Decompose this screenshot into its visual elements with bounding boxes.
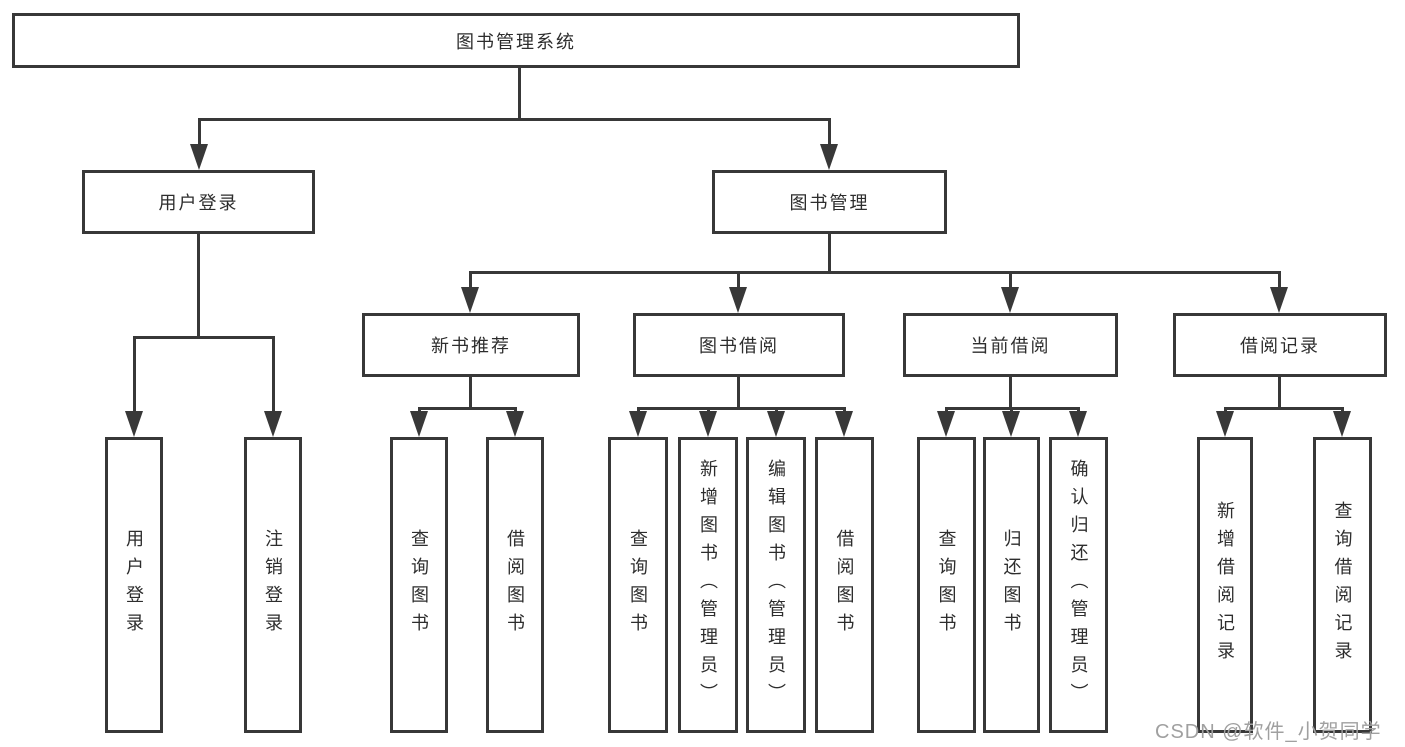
arrowhead-down-icon bbox=[1069, 411, 1087, 437]
leaf-label: 用户登录 bbox=[124, 529, 144, 641]
connector-line bbox=[272, 336, 275, 413]
arrowhead-down-icon bbox=[264, 411, 282, 437]
connector-line bbox=[469, 271, 472, 291]
leaf-current-query-books: 查询图书 bbox=[917, 437, 976, 733]
arrowhead-down-icon bbox=[125, 411, 143, 437]
csdn-watermark: CSDN @软件_小贺同学 bbox=[1155, 721, 1382, 743]
arrowhead-down-icon bbox=[937, 411, 955, 437]
node-label: 借阅记录 bbox=[1240, 336, 1320, 356]
arrowhead-down-icon bbox=[190, 144, 208, 170]
node-user-login: 用户登录 bbox=[82, 170, 315, 234]
node-label: 图书管理 bbox=[789, 193, 870, 213]
leaf-recommend-borrow-books: 借阅图书 bbox=[486, 437, 544, 733]
connector-line bbox=[198, 118, 201, 146]
leaf-borrow-query-books: 查询图书 bbox=[608, 437, 668, 733]
leaf-edit-book-admin: 编辑图书（管理员） bbox=[746, 437, 806, 733]
leaf-label: 新增借阅记录 bbox=[1215, 501, 1235, 669]
arrowhead-down-icon bbox=[835, 411, 853, 437]
connector-line bbox=[133, 336, 274, 339]
connector-line bbox=[737, 377, 740, 407]
connector-line bbox=[1009, 271, 1012, 291]
leaf-label: 查询图书 bbox=[936, 529, 957, 641]
connector-line bbox=[828, 118, 831, 146]
leaf-label: 查询图书 bbox=[409, 529, 429, 641]
connector-line bbox=[1224, 407, 1343, 410]
connector-line bbox=[133, 336, 136, 413]
connector-line bbox=[1278, 271, 1281, 291]
leaf-query-borrow-record: 查询借阅记录 bbox=[1313, 437, 1372, 733]
arrowhead-down-icon bbox=[629, 411, 647, 437]
arrowhead-down-icon bbox=[1270, 287, 1288, 313]
arrowhead-down-icon bbox=[410, 411, 428, 437]
node-new-book-recommend: 新书推荐 bbox=[362, 313, 580, 377]
connector-line bbox=[418, 407, 517, 410]
leaf-borrow-borrow-books: 借阅图书 bbox=[815, 437, 874, 733]
connector-line bbox=[198, 118, 831, 121]
connector-line bbox=[469, 271, 1281, 274]
arrowhead-down-icon bbox=[461, 287, 479, 313]
node-root-library-system: 图书管理系统 bbox=[12, 13, 1020, 68]
leaf-label: 归还图书 bbox=[1001, 529, 1022, 641]
node-current-borrow: 当前借阅 bbox=[903, 313, 1118, 377]
leaf-label: 查询借阅记录 bbox=[1332, 501, 1353, 669]
connector-line bbox=[197, 233, 200, 336]
connector-line bbox=[1278, 377, 1281, 407]
arrowhead-down-icon bbox=[1002, 411, 1020, 437]
connector-line bbox=[469, 377, 472, 407]
node-book-management: 图书管理 bbox=[712, 170, 947, 234]
arrowhead-down-icon bbox=[767, 411, 785, 437]
arrowhead-down-icon bbox=[699, 411, 717, 437]
connector-line bbox=[518, 68, 521, 118]
leaf-add-book-admin: 新增图书（管理员） bbox=[678, 437, 738, 733]
leaf-user-login: 用户登录 bbox=[105, 437, 163, 733]
arrowhead-down-icon bbox=[729, 287, 747, 313]
connector-line bbox=[737, 271, 740, 291]
node-label: 用户登录 bbox=[158, 193, 239, 213]
leaf-label: 借阅图书 bbox=[834, 529, 855, 641]
arrowhead-down-icon bbox=[506, 411, 524, 437]
node-label: 新书推荐 bbox=[431, 336, 511, 356]
leaf-label: 注销登录 bbox=[263, 529, 283, 641]
node-label: 当前借阅 bbox=[970, 336, 1051, 356]
leaf-recommend-query-books: 查询图书 bbox=[390, 437, 448, 733]
leaf-label: 编辑图书（管理员） bbox=[766, 459, 786, 711]
node-book-borrow: 图书借阅 bbox=[633, 313, 845, 377]
connector-line bbox=[637, 407, 845, 410]
leaf-label: 确认归还（管理员） bbox=[1068, 459, 1089, 711]
leaf-label: 查询图书 bbox=[628, 529, 648, 641]
node-label: 图书管理系统 bbox=[456, 31, 576, 52]
connector-line bbox=[828, 234, 831, 272]
leaf-label: 借阅图书 bbox=[505, 529, 525, 641]
leaf-return-books: 归还图书 bbox=[983, 437, 1040, 733]
leaf-add-borrow-record: 新增借阅记录 bbox=[1197, 437, 1253, 733]
leaf-confirm-return-admin: 确认归还（管理员） bbox=[1049, 437, 1108, 733]
node-label: 图书借阅 bbox=[699, 336, 779, 356]
arrowhead-down-icon bbox=[1216, 411, 1234, 437]
arrowhead-down-icon bbox=[1333, 411, 1351, 437]
leaf-label: 新增图书（管理员） bbox=[698, 459, 718, 711]
arrowhead-down-icon bbox=[1001, 287, 1019, 313]
leaf-logout: 注销登录 bbox=[244, 437, 302, 733]
arrowhead-down-icon bbox=[820, 144, 838, 170]
node-borrow-records: 借阅记录 bbox=[1173, 313, 1387, 377]
connector-line bbox=[1009, 377, 1012, 407]
